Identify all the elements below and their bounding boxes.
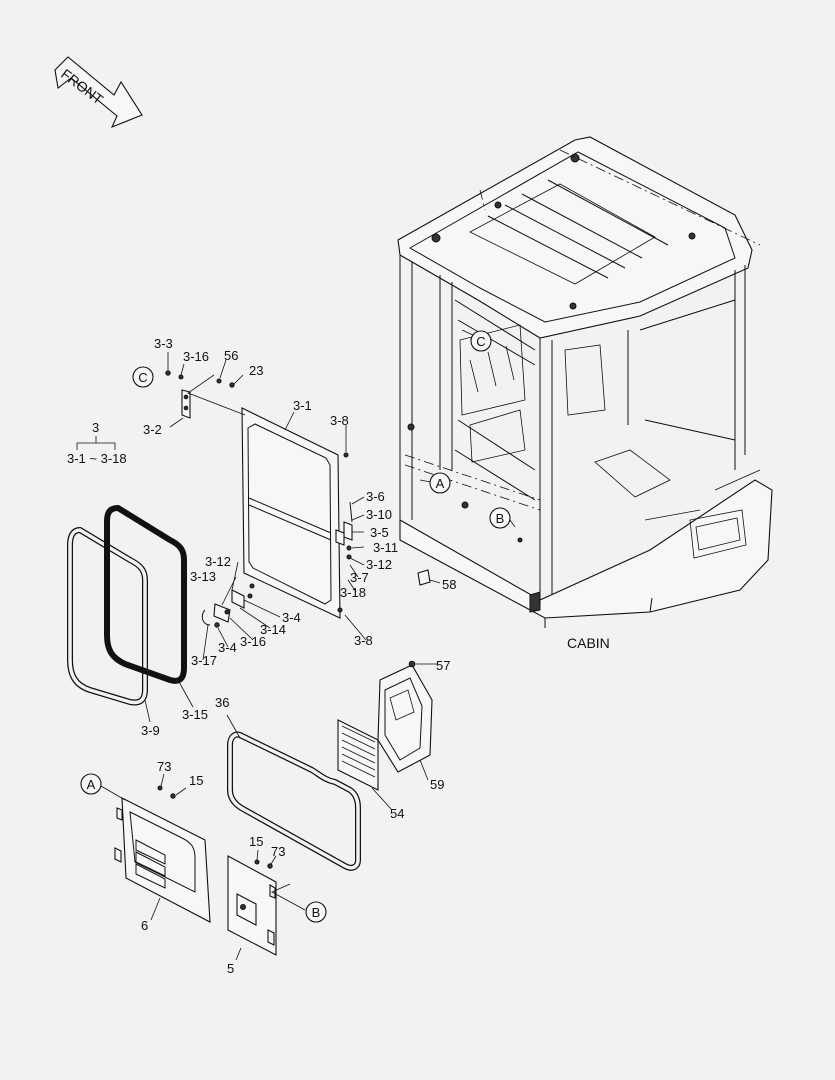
part-label: 6 <box>141 918 148 933</box>
part-label: 23 <box>249 363 263 378</box>
part-label: 3-8 <box>354 633 373 648</box>
part-label: 59 <box>430 777 444 792</box>
part-label: 3-12 <box>205 554 231 569</box>
callout-b-cover: B <box>305 901 327 923</box>
part-label: 54 <box>390 806 404 821</box>
group-number: 3 <box>92 420 99 435</box>
part-label: 3-16 <box>240 634 266 649</box>
part-label: 3-17 <box>191 653 217 668</box>
part-label: 3-10 <box>366 507 392 522</box>
cabin-assembly <box>397 136 773 628</box>
part-label: 3-9 <box>141 723 160 738</box>
part-label: 3-5 <box>370 525 389 540</box>
part-label: 3-16 <box>183 349 209 364</box>
part-label: 3-12 <box>366 557 392 572</box>
part-label: 15 <box>189 773 203 788</box>
part-label: 3-18 <box>340 585 366 600</box>
part-label: 15 <box>249 834 263 849</box>
part-label: 3-1 <box>293 398 312 413</box>
part-label: 5 <box>227 961 234 976</box>
part-label: 3-14 <box>260 622 286 637</box>
callout-letter: A <box>436 476 445 491</box>
part-label: 3-11 <box>373 540 398 555</box>
cabin-label: CABIN <box>567 635 610 651</box>
callout-letter: A <box>87 777 96 792</box>
door-assembly <box>165 370 353 628</box>
part-labels: CABIN 3 3-1 ~ 3-18 3-3 3-16 56 23 3-2 3-… <box>67 336 610 976</box>
part-label: 3-4 <box>218 640 237 655</box>
part-54-filter <box>337 719 379 791</box>
front-arrow: FRONT <box>54 56 143 129</box>
part-58-bracket <box>417 569 441 586</box>
part-label: 3-4 <box>282 610 301 625</box>
callout-letter: C <box>476 334 485 349</box>
callout-letter: C <box>138 370 147 385</box>
part-label: 58 <box>442 577 456 592</box>
part-label: 3-8 <box>330 413 349 428</box>
callout-letter: B <box>496 511 505 526</box>
callout-c-door: C <box>132 366 154 388</box>
window-seals <box>67 504 187 706</box>
part-5-cover <box>227 855 277 956</box>
callout-c-cabin: C <box>470 330 492 352</box>
part-label: 3-2 <box>143 422 162 437</box>
callout-b-cabin: B <box>489 507 511 529</box>
part-label: 56 <box>224 348 238 363</box>
leader-lines <box>76 329 516 961</box>
part-59-housing <box>377 660 433 773</box>
part-label: 3-3 <box>154 336 173 351</box>
part-label: 3-7 <box>350 570 369 585</box>
part-label: 3-13 <box>190 569 216 584</box>
group-range: 3-1 ~ 3-18 <box>67 451 127 466</box>
part-label: 3-6 <box>366 489 385 504</box>
part-36-seal <box>227 731 361 871</box>
part-label: 3-15 <box>182 707 208 722</box>
callout-a-cabin: A <box>429 472 451 494</box>
part-label: 36 <box>215 695 229 710</box>
part-label: 73 <box>157 759 171 774</box>
part-label: 73 <box>271 844 285 859</box>
callout-circles: C C A B A B <box>80 330 511 923</box>
part-label: 57 <box>436 658 450 673</box>
part-6-cover <box>114 785 211 923</box>
callout-a-cover: A <box>80 773 102 795</box>
callout-letter: B <box>312 905 321 920</box>
